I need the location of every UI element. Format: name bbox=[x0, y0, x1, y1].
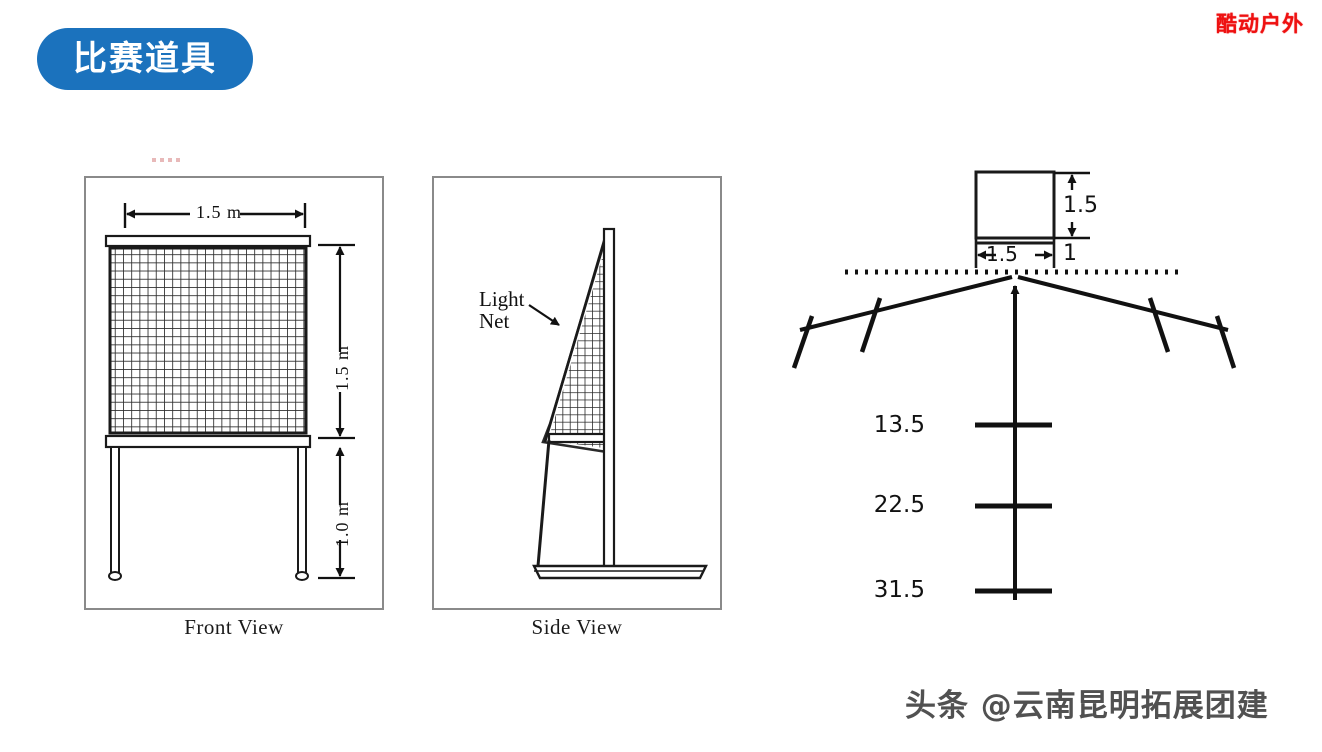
watermark: 头条 @云南昆明拓展团建 bbox=[905, 688, 1269, 724]
distance-marker-1: 13.5 bbox=[873, 412, 925, 438]
light-net-annotation-line1: Light bbox=[479, 287, 525, 311]
decorative-dots bbox=[152, 158, 188, 166]
plan-target-height-dimension: 1.5 bbox=[1063, 193, 1098, 218]
light-net-annotation: Light Net bbox=[479, 288, 525, 332]
plan-view-drawing bbox=[791, 170, 1237, 600]
page-title-badge: 比赛道具 bbox=[37, 28, 253, 90]
brand-logo: 酷动户外 bbox=[1216, 12, 1304, 36]
front-view-net-height-dimension: 1.5 m bbox=[332, 344, 352, 391]
plan-target-width-dimension: 1.5 bbox=[986, 242, 1018, 266]
plan-ground-offset-dimension: 1 bbox=[1063, 241, 1077, 266]
front-view-leg-height-dimension: 1.0 m bbox=[332, 500, 352, 547]
distance-marker-3: 31.5 bbox=[873, 577, 925, 603]
side-view-panel bbox=[432, 176, 722, 610]
side-view-caption: Side View bbox=[531, 615, 623, 639]
front-view-caption: Front View bbox=[184, 615, 284, 639]
page-title-text: 比赛道具 bbox=[73, 39, 217, 79]
front-view-width-dimension: 1.5 m bbox=[196, 202, 243, 222]
light-net-annotation-line2: Net bbox=[479, 309, 510, 334]
distance-marker-2: 22.5 bbox=[873, 492, 925, 518]
